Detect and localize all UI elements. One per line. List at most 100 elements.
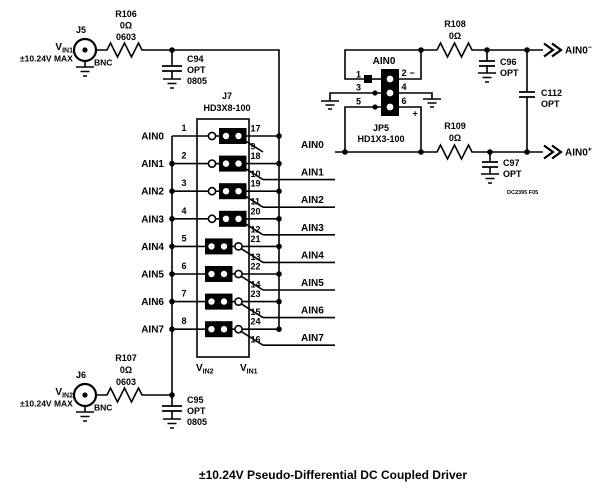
jp5-pin4-ground [399, 92, 441, 108]
j7-ref: J7 [222, 91, 232, 101]
ground-symbol [163, 71, 181, 89]
jp5-jumper: AIN0 1 2 − 3 4 5 6 + JP5 HD1X3-100 [321, 47, 441, 155]
jumper-diagonal-wire [241, 275, 264, 291]
schematic-title: ±10.24V Pseudo-Differential DC Coupled D… [199, 468, 467, 482]
ain0-plus-label: AIN0+ [565, 147, 592, 159]
c94-package: 0805 [187, 76, 207, 86]
jumper-diagonal-wire [241, 137, 264, 153]
j7-mid-pin-number: 9 [251, 142, 256, 152]
jumper-open-pin [207, 159, 217, 168]
jp5-pos3-hole [386, 103, 394, 111]
j7-row-net-left: AIN4 [141, 242, 164, 253]
c94-value: OPT [187, 65, 206, 75]
junction-dot [276, 271, 282, 277]
jp5-pin1-square-pad [364, 75, 372, 83]
shunt-block [219, 210, 247, 227]
jumper-diagonal-wire [241, 248, 264, 264]
j7-top-pin-number: 19 [251, 179, 261, 189]
r106-resistor: R106 0Ω 0603 [96, 9, 172, 59]
j5-max-rating: ±10.24V MAX [20, 54, 73, 64]
j6-max-rating: ±10.24V MAX [20, 399, 73, 409]
jp5-pin2-number: 2 [402, 68, 407, 78]
r108-ref: R108 [444, 19, 466, 29]
jp5-minus-mark: − [410, 68, 415, 78]
jp5-pin3-number: 3 [356, 83, 361, 93]
j7-row-net-left: AIN2 [141, 187, 164, 198]
j7-col-vin2-label: VIN2 [196, 363, 214, 376]
ground-symbol [163, 411, 181, 429]
j7-row-net-right: AIN2 [301, 195, 324, 206]
jp5-pin6-number: 6 [402, 96, 407, 106]
jp5-pin1-number: 1 [356, 70, 361, 80]
j7-row-net-right: AIN4 [301, 250, 324, 261]
jp5-pos1-hole [386, 75, 394, 83]
jp5-pin3-dot [372, 90, 378, 96]
jp5-pin1-wire [344, 49, 437, 80]
vin1-bus-wire [172, 49, 280, 330]
junction-dot [276, 326, 282, 333]
r106-value: 0Ω [120, 21, 132, 31]
r108-value: 0Ω [449, 31, 461, 41]
r109-output-plus: R109 0Ω AIN0+ [335, 121, 592, 161]
junction-dot [276, 298, 282, 305]
jp5-ref: JP5 [373, 123, 389, 133]
j7-row-net-right: AIN5 [301, 278, 324, 289]
jumper-diagonal-wire [241, 331, 264, 346]
j7-row-net-left: AIN6 [141, 297, 164, 308]
j7-top-pin-number: 22 [251, 262, 261, 272]
r107-resistor: R107 0Ω 0603 [96, 353, 172, 404]
j6-ref: J6 [76, 370, 86, 380]
j7-top-pin-number: 21 [251, 234, 261, 244]
r108-output-minus: R108 0Ω AIN0− [436, 19, 592, 59]
jp5-part-number: HD1X3-100 [357, 134, 404, 144]
c112-capacitor: C112 OPT [519, 50, 562, 152]
jp5-pin5-dot [372, 104, 378, 110]
c96-value: OPT [500, 68, 519, 78]
jp5-pin5-wire [344, 106, 381, 152]
jp5-pos2-hole [386, 89, 394, 97]
jumper-diagonal-wire [241, 193, 264, 208]
r109-value: 0Ω [449, 133, 461, 143]
capacitor-plates [482, 161, 498, 168]
resistor-zigzag [96, 386, 172, 404]
j7-top-pin-number: 24 [251, 317, 261, 327]
j7-row-net-right: AIN7 [301, 333, 324, 344]
j7-row-net-left: AIN7 [141, 325, 164, 336]
r107-value: 0Ω [120, 365, 132, 375]
j6-conn-type: BNC [94, 403, 112, 413]
j7-mid-pin-number: 12 [251, 224, 261, 234]
c97-capacitor: C97 OPT DC2395 F05 [481, 152, 538, 196]
c94-capacitor: C94 OPT 0805 [162, 47, 207, 89]
junction-dot [276, 216, 282, 222]
bnc-center-pin [82, 392, 88, 398]
j7-row-net-right: AIN1 [301, 168, 324, 179]
r109-ref: R109 [444, 121, 466, 131]
r107-ref: R107 [115, 353, 137, 363]
capacitor-plates [519, 91, 535, 98]
c97-value: OPT [503, 169, 522, 179]
jumper-diagonal-wire [241, 220, 264, 236]
shunt-block [219, 155, 247, 172]
output-arrow-icon [543, 144, 563, 160]
jumper-open-pin [207, 214, 217, 224]
junction-dot [524, 149, 530, 155]
jumper-diagonal-wire [241, 165, 264, 181]
shunt-block [219, 183, 247, 200]
jp5-pin4-number: 4 [402, 82, 407, 92]
j7-part-number: HD3X8-100 [203, 103, 250, 113]
output-arrow-icon [543, 42, 563, 58]
j5-input: J5 VIN1 ±10.24V MAX BNC [20, 25, 112, 77]
ain0-minus-label: AIN0− [565, 45, 592, 57]
j7-mid-pin-number: 14 [251, 280, 261, 290]
j5-ref: J5 [76, 25, 86, 35]
j7-mid-pin-number: 10 [251, 169, 261, 179]
j7-left-pin-number: 7 [181, 289, 186, 299]
j7-left-pin-number: 5 [181, 233, 186, 243]
jumper-open-pin [234, 269, 243, 279]
